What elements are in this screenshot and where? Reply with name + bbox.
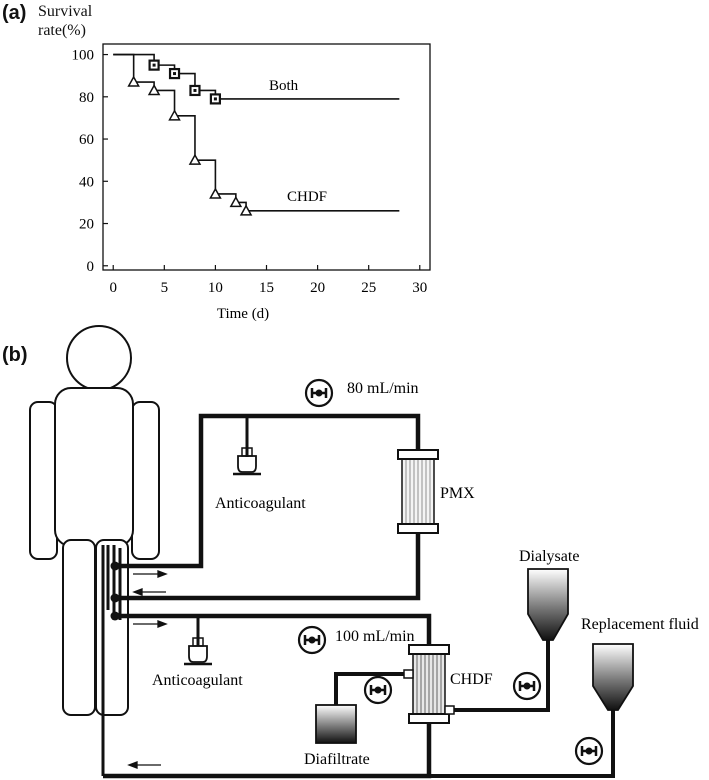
flow-arrows	[127, 570, 168, 769]
anticoagulant-syringe-top	[233, 416, 261, 476]
series-line-chdf	[113, 53, 400, 212]
anticoagulant-label-bottom: Anticoagulant	[152, 672, 243, 689]
series-group	[113, 53, 400, 216]
x-tick-label: 25	[361, 280, 376, 296]
pump-dialysate-icon	[512, 671, 542, 701]
y-axis-label-line2: rate(%)	[38, 22, 86, 39]
y-tick-label: 20	[79, 217, 94, 233]
junction-dots	[110, 561, 120, 621]
chdf-filter	[403, 644, 455, 724]
replacement-fluid-label: Replacement fluid	[581, 616, 699, 633]
point-chdf	[229, 195, 243, 208]
patient-right-arm	[131, 401, 160, 560]
replacement-line	[429, 708, 615, 778]
patient-head	[66, 325, 132, 391]
x-tick-label: 15	[259, 280, 274, 296]
point-chdf	[209, 187, 222, 199]
dialysate-line	[454, 640, 550, 712]
x-tick-label: 10	[208, 280, 223, 296]
axis-ticks: 0 5 10 15 20 25 30 0 20 40 60 80 100	[72, 48, 428, 296]
point-chdf	[168, 109, 181, 121]
chdf-label: CHDF	[450, 671, 493, 688]
series-label-chdf: CHDF	[287, 189, 327, 205]
x-tick-label: 5	[161, 280, 169, 296]
point-chdf	[239, 204, 253, 216]
y-tick-label: 0	[87, 259, 95, 275]
point-chdf	[127, 75, 140, 87]
catheter-lines	[101, 545, 122, 776]
pump-mid-icon	[297, 625, 327, 655]
patient-figure	[29, 325, 160, 716]
replacement-fluid-bag	[592, 643, 634, 711]
flow-rate-top: 80 mL/min	[347, 380, 419, 397]
point-both-center	[152, 63, 156, 67]
patient-torso	[54, 387, 134, 547]
x-axis-label: Time (d)	[217, 306, 269, 322]
y-tick-label: 100	[72, 48, 95, 64]
pump-top-icon	[304, 378, 334, 408]
point-both-center	[213, 97, 217, 101]
diafiltrate-label: Diafiltrate	[304, 751, 370, 768]
pmx-circuit	[113, 413, 421, 601]
survival-chart: 0 5 10 15 20 25 30 0 20 40 60 80 100 Both CHDF Time …	[72, 43, 431, 322]
point-chdf	[147, 83, 161, 96]
pmx-label: PMX	[440, 485, 475, 502]
patient-left-arm	[29, 401, 58, 560]
point-chdf	[188, 153, 202, 165]
pump-diafiltrate-icon	[363, 675, 393, 705]
series-label-both: Both	[269, 78, 299, 94]
diafiltrate-line	[334, 672, 404, 705]
panel-a-label: (a)	[2, 2, 27, 24]
arrow-left-icon	[132, 588, 143, 596]
arrow-right-icon	[157, 570, 168, 578]
y-tick-label: 80	[79, 90, 94, 106]
arrow-right-icon	[157, 620, 168, 628]
x-tick-label: 30	[412, 280, 427, 296]
pumps	[297, 378, 604, 766]
point-both-center	[193, 88, 197, 92]
y-axis-label-line1: Survival	[38, 3, 93, 20]
x-tick-label: 20	[310, 280, 325, 296]
y-tick-label: 60	[79, 132, 94, 148]
anticoagulant-syringe-bottom	[184, 616, 212, 666]
x-tick-label: 0	[109, 280, 117, 296]
anticoagulant-label-top: Anticoagulant	[215, 495, 306, 512]
dialysate-bag	[527, 568, 569, 641]
point-both-center	[173, 72, 177, 76]
y-axis-label: Survival rate(%)	[38, 2, 92, 40]
flow-rate-mid: 100 mL/min	[335, 628, 415, 645]
pmx-column	[397, 449, 439, 534]
dialysate-label: Dialysate	[519, 548, 579, 565]
panel-b-label: (b)	[2, 344, 28, 366]
y-tick-label: 40	[79, 174, 94, 190]
diafiltrate-container	[315, 704, 357, 744]
pump-replacement-icon	[574, 736, 604, 766]
patient-left-leg	[62, 539, 96, 716]
arrow-left-icon	[127, 761, 138, 769]
